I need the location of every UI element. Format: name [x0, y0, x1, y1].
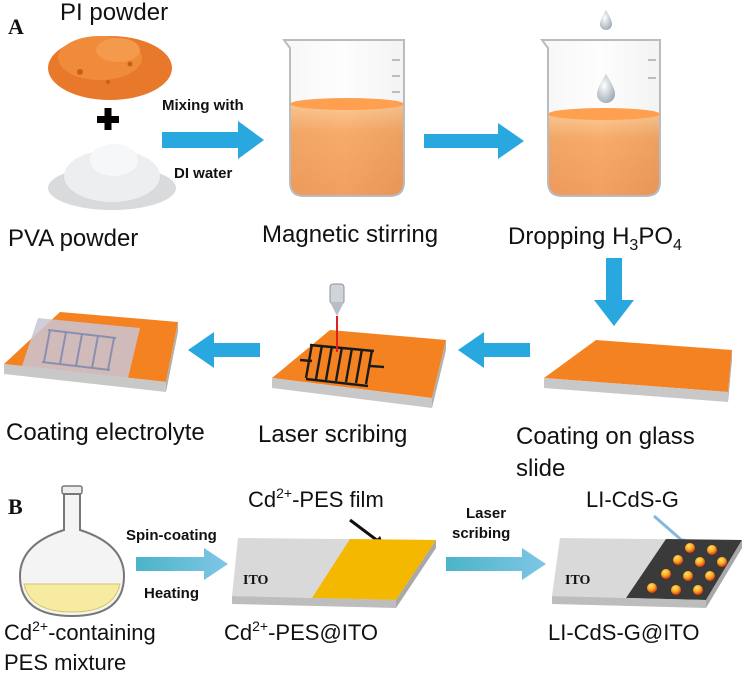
spin-coating-label: Spin-coating	[126, 527, 217, 544]
licdsg-label: LI-CdS-G	[586, 487, 679, 512]
pes-film-label: Cd2+-PES film	[248, 485, 384, 512]
pva-powder-pile	[48, 144, 176, 210]
dropping-label: Dropping H3PO4	[508, 223, 682, 254]
pva-powder-label: PVA powder	[8, 225, 138, 252]
panel-a-label: A	[8, 14, 24, 39]
slide-electrolyte	[4, 312, 178, 392]
beaker-stirring	[282, 39, 405, 197]
arrow-to-dropping	[424, 123, 524, 159]
pi-powder-label: PI powder	[60, 0, 168, 26]
coating-electrolyte-label: Coating electrolyte	[6, 419, 205, 446]
laser-head-icon	[329, 283, 345, 352]
cds-nanoparticles	[647, 543, 727, 595]
laser-label-2: scribing	[452, 525, 510, 542]
droplet-icon	[600, 10, 612, 30]
heating-label: Heating	[144, 585, 199, 602]
ito-slide-pes	[232, 538, 436, 608]
arrow-to-laser	[458, 332, 530, 368]
arrow-laser-scribing	[446, 548, 546, 580]
coating-glass-label-1: Coating on glass	[516, 423, 695, 450]
laser-scribing-label: Laser scribing	[258, 421, 407, 448]
mixing-arrow	[162, 121, 264, 159]
arrow-to-electrolyte	[188, 332, 260, 368]
beaker-dropping	[540, 39, 661, 197]
arrow-down	[594, 258, 634, 326]
magnetic-stirring-label: Magnetic stirring	[262, 221, 438, 248]
slide-coated	[544, 340, 732, 402]
mixture-label-1: Cd2+-containing	[4, 618, 156, 645]
coating-glass-label-2: slide	[516, 455, 565, 482]
panel-b-label: B	[8, 494, 23, 519]
licdsg-ito-label: LI-CdS-G@ITO	[548, 620, 700, 645]
mixing-label-top: Mixing with	[162, 97, 244, 114]
laser-label-1: Laser	[466, 505, 506, 522]
slide-laser	[272, 330, 446, 408]
flask-icon	[18, 485, 126, 618]
plus-icon	[97, 108, 119, 130]
arrow-spin-coating	[136, 548, 228, 580]
pi-powder-pile	[48, 36, 172, 100]
droplet-icon	[597, 74, 615, 103]
ito-label-left: ITO	[243, 573, 269, 588]
pes-ito-label: Cd2+-PES@ITO	[224, 618, 378, 645]
mixing-label-bottom: DI water	[174, 165, 233, 182]
mixture-label-2: PES mixture	[4, 650, 126, 675]
ito-label-right: ITO	[565, 573, 591, 588]
